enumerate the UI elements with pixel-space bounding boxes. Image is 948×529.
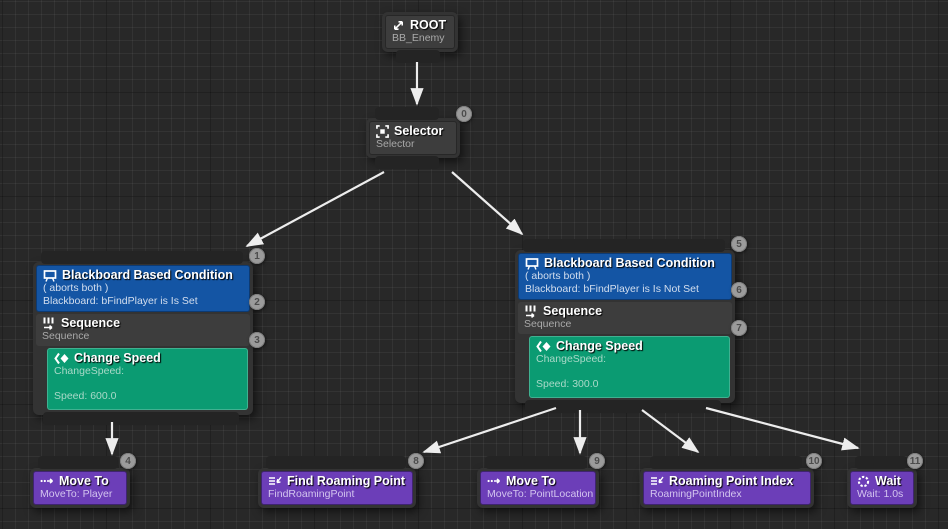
service-title: Change Speed	[74, 351, 161, 365]
decorator-blackboard-condition[interactable]: Blackboard Based Condition ( aborts both…	[36, 265, 250, 312]
task-subtitle: FindRoamingPoint	[268, 488, 355, 500]
composite-sequence[interactable]: Sequence Sequence	[36, 314, 250, 346]
service-name: ChangeSpeed:	[54, 365, 125, 377]
execution-index-badge: 7	[731, 320, 747, 336]
execution-index-badge: 0	[456, 106, 472, 122]
input-pin[interactable]	[38, 456, 118, 469]
blackboard-icon	[525, 257, 539, 270]
composite-subtitle: Sequence	[42, 330, 90, 342]
task-subtitle: Wait: 1.0s	[857, 488, 904, 500]
decorator-abort-mode: ( aborts both )	[43, 282, 109, 294]
bt-node-left-branch[interactable]: 1 2 3 Blackboard Based Condition ( abort…	[33, 248, 265, 425]
task-title: Move To	[506, 474, 556, 488]
wire-selector-leftbranch	[245, 171, 385, 247]
execution-index-badge: 10	[806, 453, 822, 469]
bt-task-move-to-pointlocation[interactable]: 9 Move To MoveTo: PointLocation	[477, 453, 605, 508]
bt-task-roaming-point-index[interactable]: 10 Roaming Point Index RoamingPointIndex	[640, 453, 822, 508]
input-pin[interactable]	[523, 239, 725, 252]
input-pin[interactable]	[485, 456, 587, 469]
change-speed-icon	[54, 352, 69, 365]
node-subtitle: BB_Enemy	[392, 32, 445, 44]
decorator-condition: Blackboard: bFindPlayer is Is Set	[43, 295, 198, 307]
execution-index-badge: 4	[120, 453, 136, 469]
move-to-icon	[487, 476, 501, 486]
sequence-icon	[42, 316, 56, 330]
execution-index-badge: 6	[731, 282, 747, 298]
composite-title: Sequence	[543, 304, 603, 318]
node-subtitle: Selector	[376, 138, 415, 150]
root-graph-icon	[392, 19, 405, 32]
execution-index-badge: 11	[907, 453, 923, 469]
input-pin[interactable]	[855, 456, 907, 469]
wait-timer-icon	[857, 475, 870, 488]
node-title: Selector	[394, 124, 444, 138]
bt-task-wait[interactable]: 11 Wait Wait: 1.0s	[847, 453, 923, 508]
output-pin[interactable]	[396, 50, 440, 63]
service-speed-value: Speed: 300.0	[536, 378, 599, 390]
input-pin[interactable]	[41, 251, 243, 264]
decorator-title: Blackboard Based Condition	[544, 256, 715, 270]
output-pin[interactable]	[43, 412, 239, 425]
execution-index-badge: 5	[731, 236, 747, 252]
service-change-speed[interactable]: Change Speed ChangeSpeed: Speed: 300.0	[529, 336, 730, 398]
blackboard-icon	[43, 269, 57, 282]
decorator-title: Blackboard Based Condition	[62, 268, 233, 282]
execution-index-badge: 8	[408, 453, 424, 469]
task-script-icon	[650, 476, 664, 487]
selector-icon	[376, 124, 389, 138]
input-pin[interactable]	[650, 456, 802, 469]
composite-sequence[interactable]: Sequence Sequence	[518, 302, 732, 334]
output-pin[interactable]	[525, 400, 721, 413]
sequence-icon	[524, 304, 538, 318]
bt-task-move-to-player[interactable]: 4 Move To MoveTo: Player	[30, 453, 136, 508]
execution-index-badge: 9	[589, 453, 605, 469]
task-script-icon	[268, 476, 282, 487]
bt-task-find-roaming-point[interactable]: 8 Find Roaming Point FindRoamingPoint	[258, 453, 424, 508]
execution-index-badge: 2	[249, 294, 265, 310]
service-name: ChangeSpeed:	[536, 353, 607, 365]
task-title: Wait	[875, 474, 901, 488]
composite-subtitle: Sequence	[524, 318, 572, 330]
bt-node-selector[interactable]: 0 Selector Selector	[366, 106, 472, 169]
wire-right-wait	[705, 406, 860, 451]
task-subtitle: MoveTo: PointLocation	[487, 488, 594, 500]
wire-right-roamingpointindex	[641, 409, 700, 454]
node-title: ROOT	[410, 18, 447, 32]
task-subtitle: MoveTo: Player	[40, 488, 113, 500]
task-subtitle: RoamingPointIndex	[650, 488, 742, 500]
decorator-blackboard-condition[interactable]: Blackboard Based Condition ( aborts both…	[518, 253, 732, 300]
task-title: Find Roaming Point	[287, 474, 406, 488]
execution-index-badge: 1	[249, 248, 265, 264]
service-change-speed[interactable]: Change Speed ChangeSpeed: Speed: 600.0	[47, 348, 248, 410]
service-title: Change Speed	[556, 339, 643, 353]
wire-selector-rightbranch	[451, 171, 524, 236]
output-pin[interactable]	[375, 156, 439, 169]
input-pin[interactable]	[375, 107, 439, 120]
service-speed-value: Speed: 600.0	[54, 390, 117, 402]
bt-node-root[interactable]: ROOT BB_Enemy	[382, 12, 458, 63]
task-title: Roaming Point Index	[669, 474, 794, 488]
change-speed-icon	[536, 340, 551, 353]
decorator-condition: Blackboard: bFindPlayer is Is Not Set	[525, 283, 699, 295]
decorator-abort-mode: ( aborts both )	[525, 270, 591, 282]
bt-node-right-branch[interactable]: 5 6 7 Blackboard Based Condition ( abort…	[515, 236, 747, 413]
wire-right-findroamingpoint	[422, 406, 557, 454]
task-title: Move To	[59, 474, 109, 488]
input-pin[interactable]	[266, 456, 406, 469]
move-to-icon	[40, 476, 54, 486]
execution-index-badge: 3	[249, 332, 265, 348]
composite-title: Sequence	[61, 316, 121, 330]
